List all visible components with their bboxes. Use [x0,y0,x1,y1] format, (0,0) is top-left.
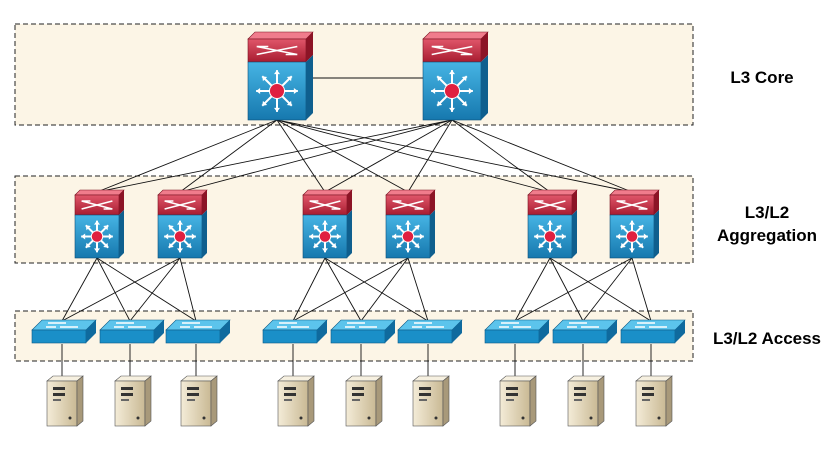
aggregation-access-link [360,257,409,322]
server-tower-icon [345,375,383,427]
aggregation-switches [74,189,660,259]
aggregation-access-link [631,257,652,322]
aggregation-switch-icon [527,189,578,259]
aggregation-zone [14,175,694,264]
aggregation-access-link [549,257,584,322]
aggregation-access-link [514,257,633,322]
aggregation-switch-icon [385,189,436,259]
access-switch-icon [31,319,97,344]
aggregation-access-link [324,257,362,322]
aggregation-access-link [96,257,131,322]
core-aggregation-link [179,119,453,193]
core-switch-icon [247,31,314,121]
access-switch-icon [620,319,686,344]
aggregation-access-link [179,257,197,322]
server-tower-icon [499,375,537,427]
aggregation-layer-label-line1: L3/L2 [745,203,789,222]
access-switch-icon [484,319,550,344]
server-tower-icon [567,375,605,427]
core-aggregation-link [407,119,453,193]
server-tower-icon [412,375,450,427]
core-aggregation-link [179,119,278,193]
core-aggregation-link [276,119,633,193]
core-aggregation-link [451,119,633,193]
core-aggregation-link [96,119,453,193]
network-links [61,77,652,376]
access-switch-icon [552,319,618,344]
aggregation-access-link [129,257,181,322]
access-layer-label: L3/L2 Access [713,329,821,348]
server-tower-icon [180,375,218,427]
server-tower-icon [277,375,315,427]
aggregation-access-link [407,257,429,322]
access-switches [31,319,686,344]
core-aggregation-link [276,119,326,193]
aggregation-switch-icon [609,189,660,259]
access-switch-icon [99,319,165,344]
core-aggregation-link [451,119,551,193]
aggregation-access-link [324,257,429,322]
server-tower-icon [635,375,673,427]
aggregation-access-link [61,257,98,322]
aggregation-switch-icon [302,189,353,259]
access-switch-icon [397,319,463,344]
aggregation-access-link [292,257,326,322]
server-tower-icon [46,375,84,427]
aggregation-access-link [549,257,652,322]
core-aggregation-link [96,119,278,193]
server-tower-icon [114,375,152,427]
core-aggregation-link [276,119,551,193]
aggregation-access-link [61,257,181,322]
core-zone [14,23,694,126]
aggregation-switch-icon [157,189,208,259]
aggregation-access-link [582,257,633,322]
aggregation-switch-icon [74,189,125,259]
aggregation-layer-label-line2: Aggregation [717,226,817,245]
aggregation-access-link [514,257,551,322]
aggregation-access-link [292,257,409,322]
core-layer-label: L3 Core [730,68,793,87]
core-aggregation-link [276,119,409,193]
servers [46,375,673,427]
access-switch-icon [165,319,231,344]
core-switch-icon [422,31,489,121]
core-switches [247,31,489,121]
core-aggregation-link [324,119,453,193]
access-switch-icon [262,319,328,344]
aggregation-access-link [96,257,197,322]
access-switch-icon [330,319,396,344]
